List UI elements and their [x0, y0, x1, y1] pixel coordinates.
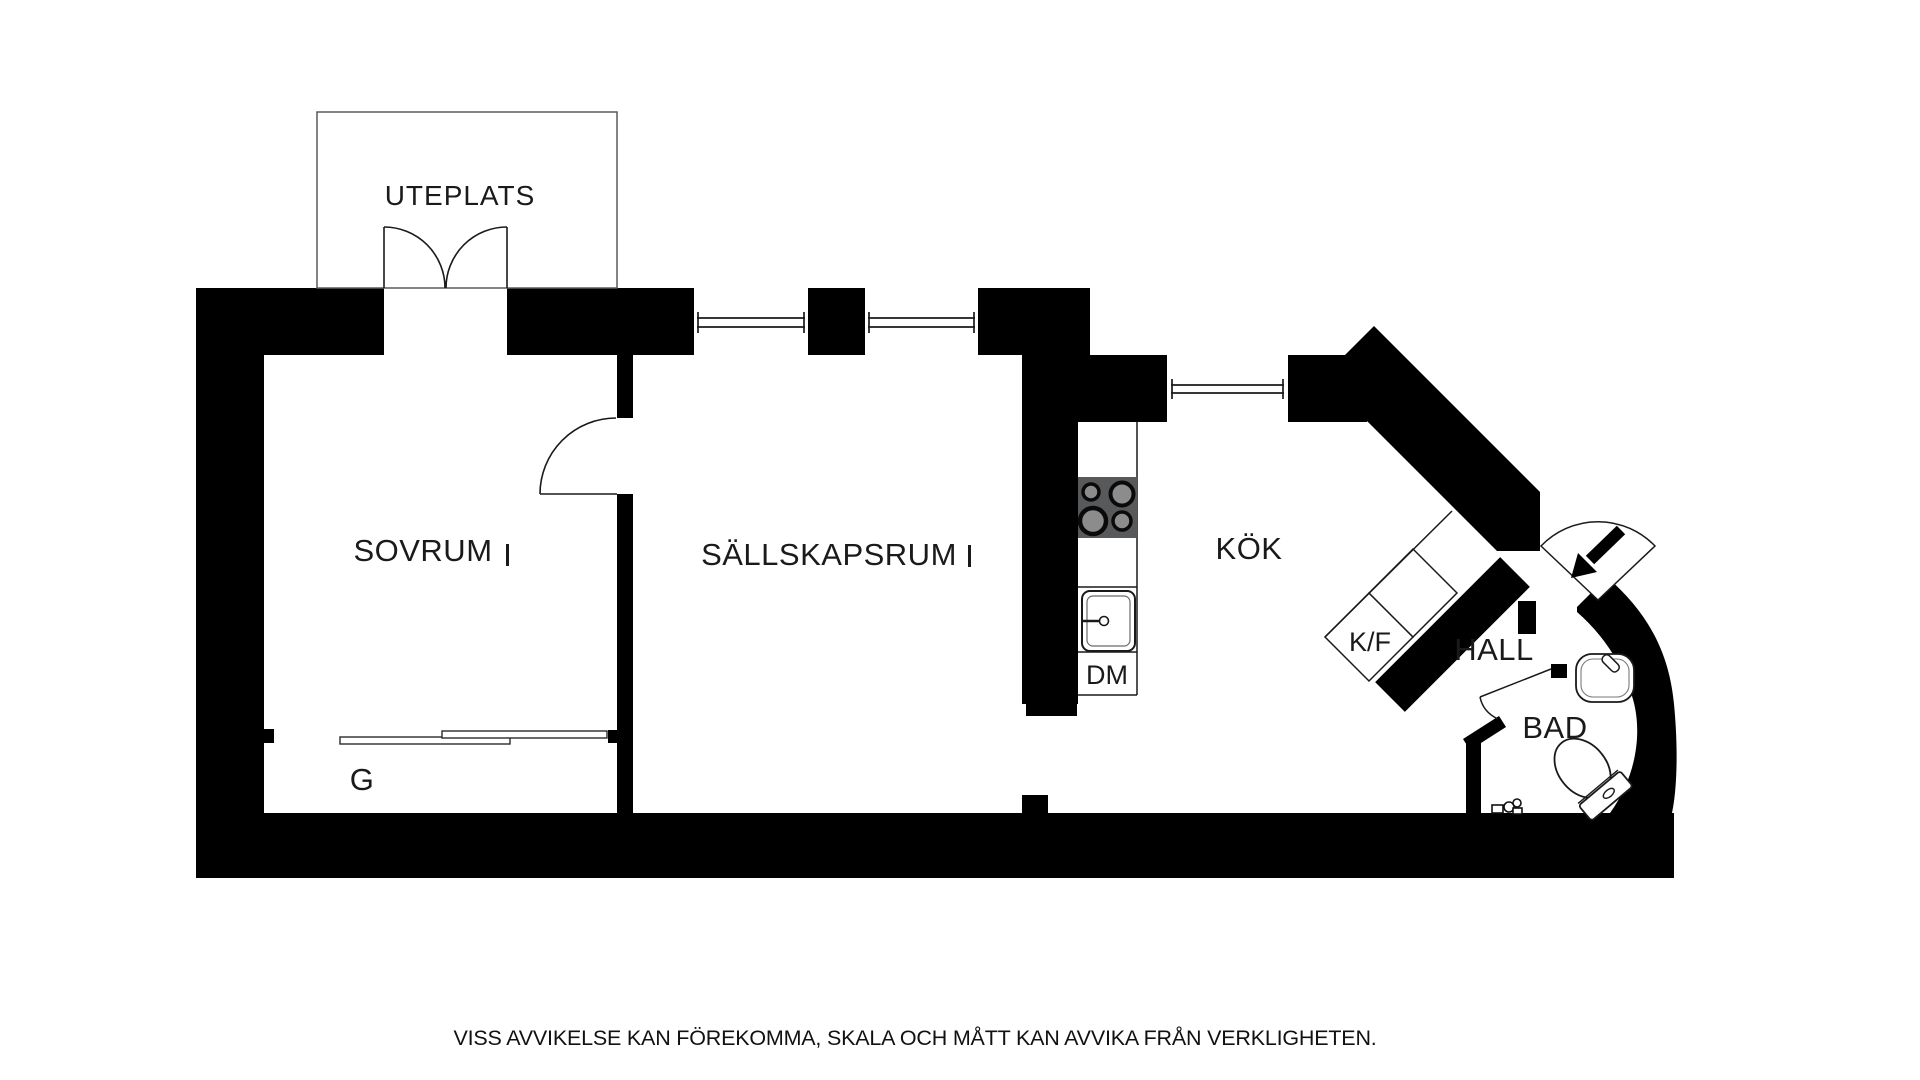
kitchen-fixtures — [1077, 422, 1138, 696]
wall-bottom — [196, 813, 1674, 878]
wall-kok-left-foot — [1026, 704, 1077, 716]
hall-label: HALL — [1454, 632, 1534, 667]
wardrobe-icon — [339, 730, 608, 745]
uteplats-area — [316, 111, 618, 289]
opening-window-1 — [694, 288, 808, 355]
toilet-icon — [1553, 737, 1633, 821]
fridge-freezer-label: K/F — [1349, 627, 1391, 657]
wall-bad-stub-vertical — [1466, 737, 1481, 815]
entrance-door-swing-icon — [1539, 520, 1657, 602]
wall-stub-wardrobe-left — [264, 729, 274, 743]
wall-bad-right-curved — [1577, 577, 1677, 878]
wall-openings — [384, 288, 1288, 494]
bad-door-icon — [1479, 668, 1552, 720]
bathroom-accessories-icon — [1491, 798, 1523, 815]
opening-sovrum-door — [617, 418, 633, 494]
wall-diagonal-inner — [1375, 557, 1530, 712]
disclaimer-text: VISS AVVIKELSE KAN FÖREKOMMA, SKALA OCH … — [453, 1026, 1376, 1050]
stove-icon — [1077, 477, 1137, 538]
window-1-icon — [697, 312, 805, 333]
kok-label: KÖK — [1216, 531, 1283, 566]
kok-window-icon — [1171, 379, 1284, 399]
uteplats-outline — [316, 111, 618, 289]
entrance-arrow-icon — [1571, 525, 1626, 578]
dishwasher-label: DM — [1086, 660, 1128, 690]
wall-stub-bottom — [1022, 795, 1048, 813]
bathroom-fixtures — [1491, 653, 1635, 821]
sovrum-label: SOVRUM — [353, 533, 492, 568]
wall-kok-left — [1022, 422, 1078, 704]
french-doors-icon — [383, 226, 508, 289]
label-cursor-marks — [506, 544, 971, 567]
windows — [697, 312, 1284, 399]
entrance — [1539, 520, 1657, 602]
kok-hall-boundary-line — [1324, 510, 1453, 638]
wall-entry-jamb — [1518, 601, 1536, 634]
bathroom-sink-icon — [1575, 653, 1635, 703]
wall-left — [196, 288, 264, 878]
sallskapsrum-label: SÄLLSKAPSRUM — [701, 537, 957, 572]
wall-stub-wardrobe-right — [608, 730, 617, 743]
wall-kok-top — [1022, 355, 1167, 422]
walls — [196, 288, 1677, 878]
wall-sovrum-divider-upper — [617, 355, 633, 418]
wall-bad-door-jamb — [1551, 664, 1567, 678]
window-2-icon — [868, 312, 975, 333]
opening-uteplats-door — [384, 288, 507, 355]
sovrum-door-icon — [539, 417, 617, 495]
wall-diagonal-outer — [1288, 326, 1540, 551]
wall-sovrum-divider-lower — [617, 494, 633, 813]
opening-window-2 — [865, 288, 978, 355]
uteplats-label: UTEPLATS — [385, 180, 536, 211]
counter-outline — [1078, 422, 1138, 696]
kitchen-sink-icon — [1081, 590, 1136, 652]
bad-label: BAD — [1522, 710, 1587, 745]
wardrobe-label: G — [350, 762, 375, 797]
opening-kok-window — [1167, 355, 1288, 422]
